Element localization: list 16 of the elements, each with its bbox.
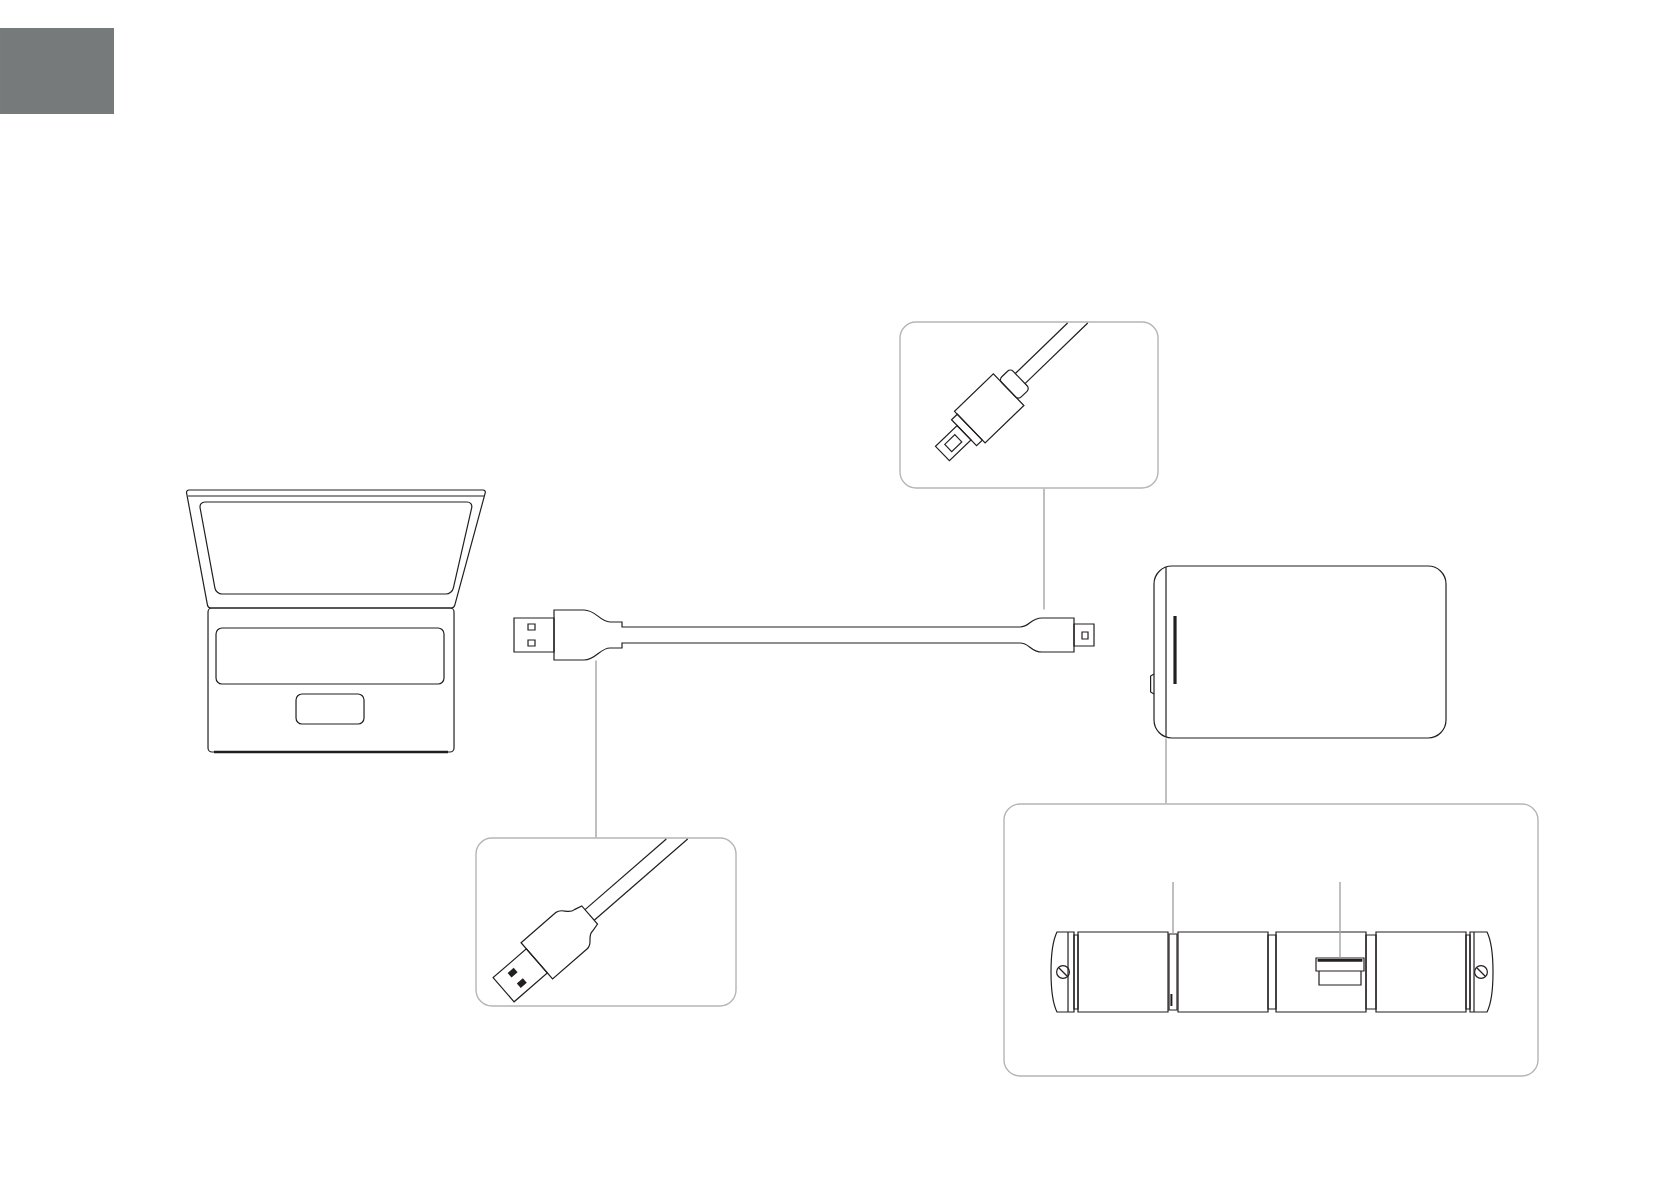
callout-box: [475, 837, 737, 1007]
leader-line: [1172, 881, 1174, 935]
usb-port: [1315, 957, 1365, 986]
laptop-drawing: [185, 489, 486, 754]
usb-a-plug-drawing: [492, 838, 689, 1003]
mini-usb-plug-drawing: [934, 322, 1089, 462]
leader-line: [595, 659, 597, 838]
usb-cable-drawing: [513, 609, 1095, 661]
leader-line: [1165, 737, 1167, 804]
leader-line: [1043, 488, 1045, 611]
hard-drive-drawing: [1150, 565, 1447, 739]
narrow-slot: [1168, 933, 1178, 1011]
leader-line: [1339, 881, 1341, 959]
callout-box: [899, 321, 1159, 489]
callout-box: [1003, 803, 1539, 1077]
drive-side-view-drawing: [1050, 931, 1494, 1013]
